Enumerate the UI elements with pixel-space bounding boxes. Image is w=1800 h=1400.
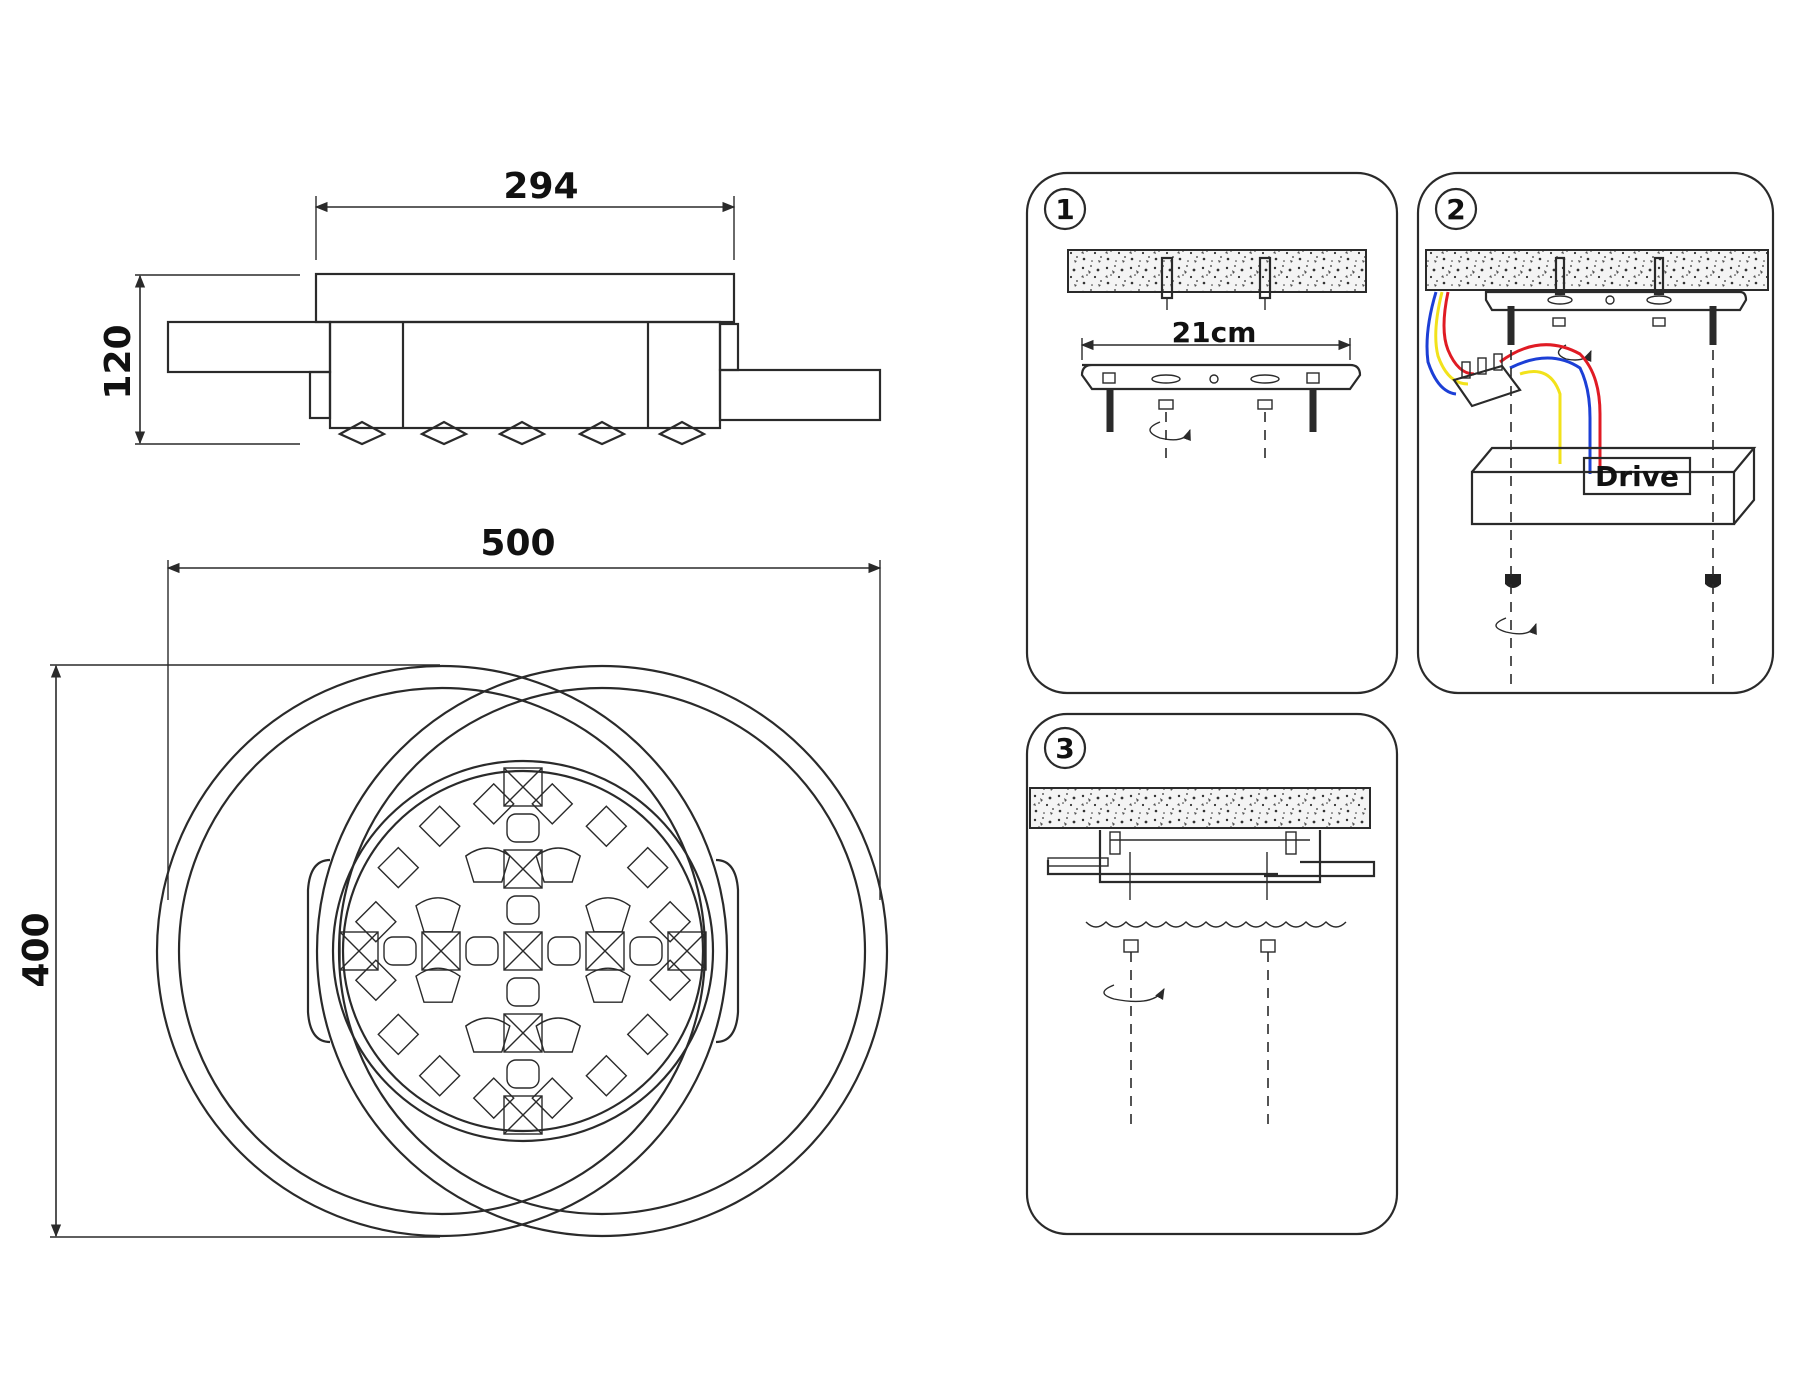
crystal-diamond bbox=[418, 805, 461, 848]
crystal-gem bbox=[506, 977, 540, 1007]
crystal-gem bbox=[506, 1059, 540, 1089]
ring-left bbox=[155, 664, 729, 1238]
crystal-tile bbox=[667, 931, 707, 971]
mounting-bracket bbox=[1484, 290, 1748, 312]
driver-label: Drive bbox=[1595, 460, 1679, 493]
crystal-diamond bbox=[354, 900, 397, 943]
step-3-panel: 3 bbox=[1025, 712, 1399, 1236]
crystal-gem bbox=[506, 813, 540, 843]
crystal-diamond bbox=[472, 782, 515, 825]
step-1-number: 1 bbox=[1055, 193, 1074, 226]
crystal-tile bbox=[503, 1013, 543, 1053]
crystal-gem bbox=[465, 936, 499, 966]
crystal-diamond bbox=[472, 1077, 515, 1120]
crystal-row bbox=[1085, 921, 1347, 928]
step-1-panel: 1 21cm bbox=[1025, 171, 1399, 695]
ring-right-side bbox=[718, 368, 882, 422]
crystal-diamond bbox=[585, 805, 628, 848]
dimension-label-21cm: 21cm bbox=[1172, 316, 1257, 349]
rotate-arrow-icon bbox=[1557, 344, 1592, 363]
crystal-diamond bbox=[626, 1013, 669, 1056]
crystal-tile-diagonal bbox=[585, 931, 625, 971]
step-3-badge bbox=[1043, 726, 1087, 770]
crystal-diamond bbox=[354, 959, 397, 1002]
terminal-block bbox=[1452, 353, 1522, 408]
crystal-gem bbox=[547, 936, 581, 966]
crystal-tile-diagonal bbox=[503, 931, 543, 971]
crystal-diamond bbox=[377, 846, 420, 889]
rotate-arrow-icon bbox=[1495, 617, 1537, 636]
driver-box: Drive bbox=[1470, 446, 1757, 526]
step-2-badge bbox=[1434, 187, 1478, 231]
crystal-diamond bbox=[531, 782, 574, 825]
crystal-tile bbox=[503, 931, 543, 971]
crystal-petal bbox=[585, 967, 631, 1003]
crystal-diamond bbox=[585, 1054, 628, 1097]
crystal-petal bbox=[415, 967, 461, 1003]
rotate-arrow-icon bbox=[1103, 984, 1165, 1003]
side-view: 294 120 bbox=[98, 166, 882, 446]
ceiling-slab bbox=[1067, 249, 1367, 293]
ring-right bbox=[315, 664, 889, 1238]
crystal-tile bbox=[503, 1095, 543, 1135]
dimension-label-400: 400 bbox=[16, 912, 57, 987]
crystal-diamond bbox=[531, 1077, 574, 1120]
crystal-petal bbox=[464, 847, 511, 883]
dimension-label-500: 500 bbox=[480, 523, 555, 564]
crystal-petal bbox=[535, 1017, 582, 1053]
crystal-gem bbox=[383, 936, 417, 966]
top-view: 500 400 bbox=[16, 523, 889, 1238]
crystal-tile-diagonal bbox=[421, 931, 461, 971]
crystal-tile bbox=[503, 767, 543, 807]
crystal-diamond bbox=[377, 1013, 420, 1056]
crystal-petal bbox=[464, 1017, 511, 1053]
dimension-label-294: 294 bbox=[503, 166, 578, 207]
crystal-tile-diagonal bbox=[503, 1013, 543, 1053]
handle-right bbox=[715, 858, 740, 1044]
wiring bbox=[1425, 291, 1602, 474]
crystal-diamond bbox=[626, 846, 669, 889]
lamp-body bbox=[1098, 830, 1322, 884]
crystal-disc bbox=[331, 759, 715, 1143]
step-3-number: 3 bbox=[1055, 732, 1074, 765]
ceiling-slab bbox=[1029, 787, 1371, 829]
ring-left-side bbox=[166, 320, 332, 374]
ceiling-plate bbox=[314, 272, 736, 324]
step-2-number: 2 bbox=[1446, 193, 1465, 226]
step-2-panel: 2 bbox=[1416, 171, 1775, 695]
mounting-bracket bbox=[1080, 363, 1362, 391]
crystal-petal bbox=[535, 847, 582, 883]
crystal-diamond bbox=[418, 1054, 461, 1097]
crystal-tile bbox=[339, 931, 379, 971]
step-1-badge bbox=[1043, 187, 1087, 231]
rotate-arrow-icon bbox=[1149, 421, 1191, 442]
lamp-body bbox=[328, 320, 722, 430]
crystal-tile bbox=[503, 849, 543, 889]
handle-left bbox=[306, 858, 331, 1044]
crystal-diamond bbox=[649, 900, 692, 943]
crystal-petal bbox=[415, 897, 461, 933]
dimension-label-120: 120 bbox=[98, 324, 139, 399]
crystal-petal bbox=[585, 897, 631, 933]
crystal-gem bbox=[506, 895, 540, 925]
crystal-diamond bbox=[649, 959, 692, 1002]
crystal-row bbox=[337, 420, 707, 446]
ceiling-slab bbox=[1425, 249, 1769, 291]
crystal-gem bbox=[629, 936, 663, 966]
